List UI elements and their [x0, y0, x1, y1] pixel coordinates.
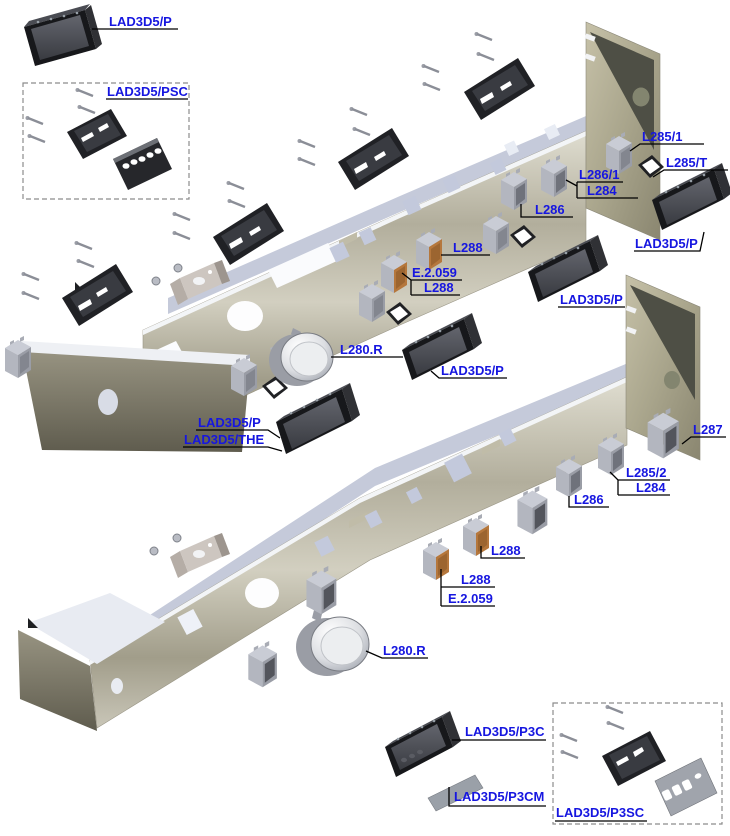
mounting-frame	[62, 264, 133, 326]
callout-e2059-lower: E.2.059	[448, 591, 493, 606]
upper-panel-left-end	[22, 350, 250, 452]
screw	[475, 50, 496, 62]
screw	[420, 62, 441, 74]
screw	[74, 86, 95, 98]
screw	[73, 239, 94, 251]
mounting-frame	[213, 203, 284, 265]
upper-mounting-frames	[20, 30, 535, 326]
bezel-lad3d5p-the	[276, 383, 360, 454]
screw	[348, 105, 369, 117]
callout-l285-t: L285/T	[666, 155, 708, 170]
callout-lad3d5p3c: LAD3D5/P3C	[465, 724, 545, 739]
bezel-lad3d5p3c	[385, 711, 461, 777]
callout-e2059-upper: E.2.059	[412, 265, 457, 280]
screw	[76, 103, 97, 115]
bezel-lad3d5p	[652, 163, 730, 230]
upper-gauge-hole	[227, 301, 263, 331]
nut	[172, 533, 182, 543]
screw	[473, 30, 494, 42]
screw	[296, 137, 317, 149]
screw	[225, 179, 246, 191]
lower-hardware	[149, 533, 230, 578]
callout-l288-lower2: L288	[461, 572, 491, 587]
callout-lad3d5the: LAD3D5/THE	[184, 432, 265, 447]
callout-lines	[92, 28, 728, 822]
screw	[20, 270, 41, 282]
screw	[75, 257, 96, 269]
bezel-lad3d5p	[402, 313, 482, 380]
gauge-l280r	[296, 610, 370, 676]
kit-p3sc	[552, 702, 723, 825]
mounting-bracket	[170, 533, 230, 578]
bezel-lad3d5p	[528, 235, 608, 302]
mounting-frame	[67, 109, 127, 159]
perforated-faceplate	[654, 757, 718, 817]
mounting-frame	[464, 58, 535, 120]
callout-l288-lower: L288	[491, 543, 521, 558]
callout-l286-upper: L286	[535, 202, 565, 217]
screw	[171, 210, 192, 222]
mounting-frame	[602, 731, 666, 786]
perforated-faceplate	[113, 138, 172, 190]
screw	[559, 748, 580, 760]
mounting-bracket	[170, 260, 230, 305]
callout-lad3d5p-center: LAD3D5/P	[441, 363, 504, 378]
psc-dashed-box	[22, 82, 190, 200]
screw	[26, 132, 47, 144]
screw	[421, 80, 442, 92]
lower-assembly	[18, 274, 701, 731]
callout-l280r-upper: L280.R	[340, 342, 383, 357]
callout-l287: L287	[693, 422, 723, 437]
upper-parts-row	[5, 132, 730, 454]
strip-lad3d5p3cm	[427, 774, 484, 812]
gauge-l280r	[269, 328, 334, 386]
callout-lad3d5p3sc: LAD3D5/P3SC	[556, 805, 645, 820]
callout-l284-lower: L284	[636, 480, 666, 495]
rocker-switch	[248, 641, 277, 688]
screw	[226, 197, 247, 209]
screw	[171, 229, 192, 241]
switch-e2059	[423, 538, 449, 580]
switch-l288	[463, 514, 489, 556]
callout-lad3d5p-right: LAD3D5/P	[635, 236, 698, 251]
screw	[351, 125, 372, 137]
nut	[151, 276, 161, 286]
callout-l285-2: L285/2	[626, 465, 667, 480]
callout-l286-1: L286/1	[579, 167, 620, 182]
callout-l284-upper: L284	[587, 183, 617, 198]
callout-lad3d5p-left: LAD3D5/P	[198, 415, 261, 430]
upper-panel-back-flange	[168, 110, 600, 314]
screw	[24, 114, 45, 126]
callout-l288-upper: L288	[453, 240, 483, 255]
screw	[604, 703, 625, 715]
lower-parts-row	[248, 408, 679, 688]
callout-lad3d5p-topleft: LAD3D5/P	[109, 14, 172, 29]
lower-panel	[18, 274, 701, 731]
screw	[558, 731, 579, 743]
bezel-lad3d5p-standalone	[24, 4, 102, 66]
lower-panel-back-flange	[130, 356, 645, 646]
nut	[173, 263, 183, 273]
upper-assembly	[5, 21, 730, 454]
callout-lad3d5p-midright: LAD3D5/P	[560, 292, 623, 307]
screw	[296, 155, 317, 167]
callout-l280r-lower: L280.R	[383, 643, 426, 658]
callout-l286-lower: L286	[574, 492, 604, 507]
rocker-switch	[517, 486, 548, 535]
lower-gauge-hole	[245, 578, 279, 608]
p3sc-dashed-box	[552, 702, 723, 825]
screw	[605, 719, 626, 731]
lower-panel-left-end	[18, 630, 97, 731]
mounting-frame	[338, 128, 409, 190]
kit-psc	[22, 82, 190, 200]
nut	[149, 546, 159, 556]
screw	[20, 289, 41, 301]
callout-l288-upper2: L288	[424, 280, 454, 295]
callout-lad3d5psc: LAD3D5/PSC	[107, 84, 188, 99]
callout-l285-1: L285/1	[642, 129, 683, 144]
callout-lad3d5p3cm: LAD3D5/P3CM	[454, 789, 545, 804]
